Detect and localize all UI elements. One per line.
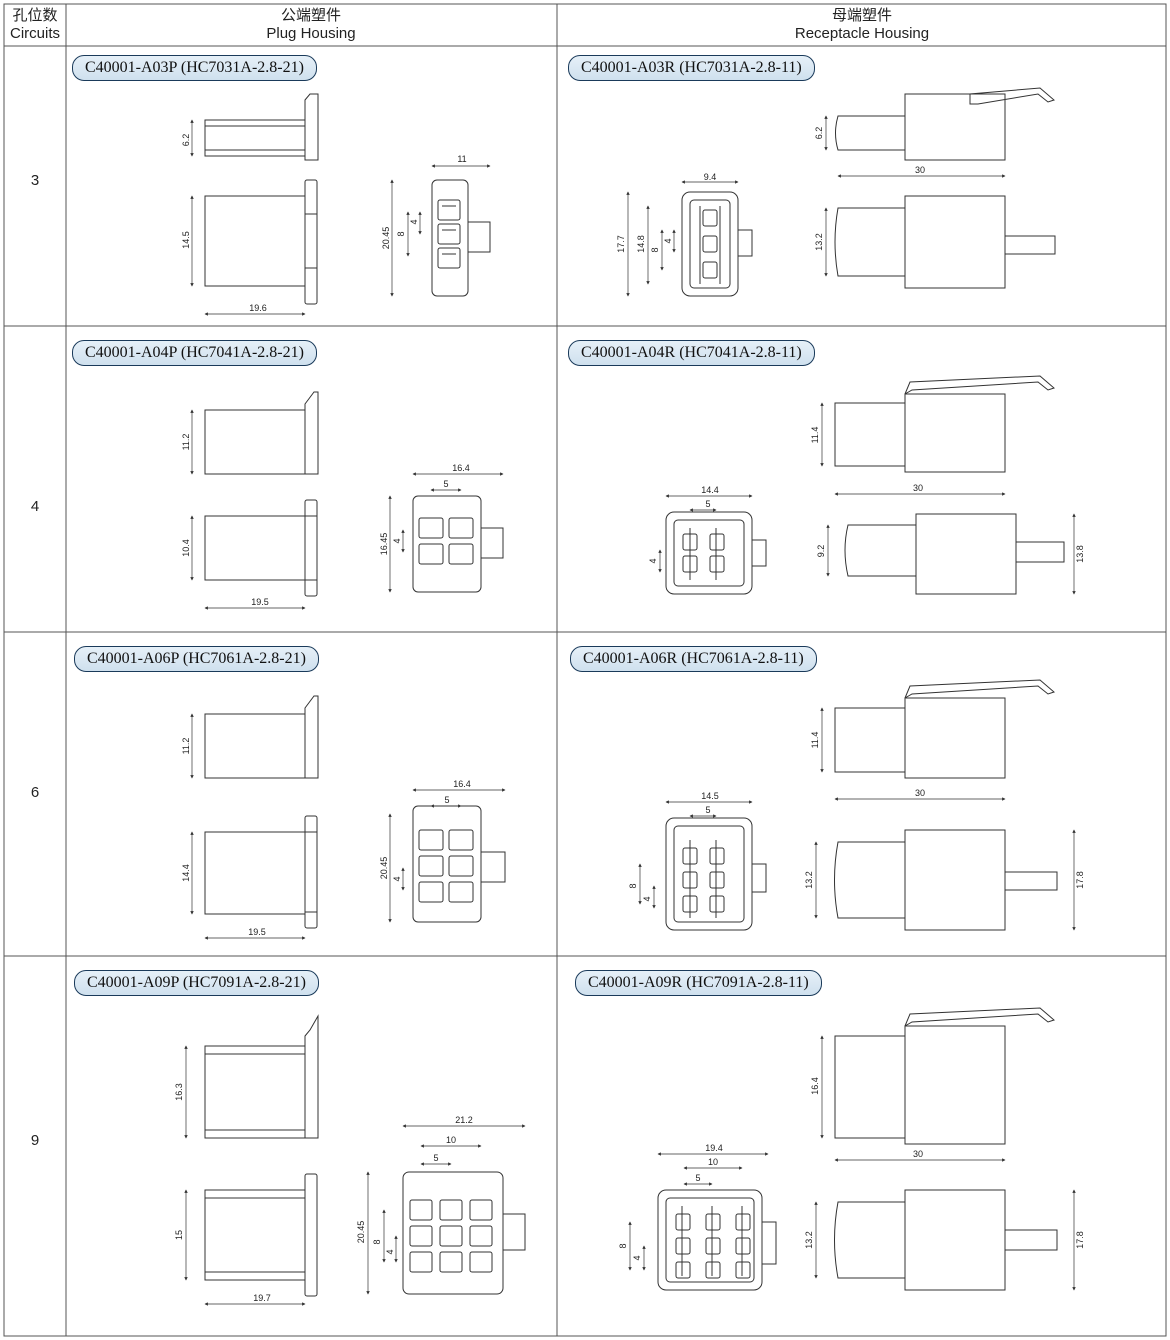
dim-rec3-face-h1: 17.7 [616, 235, 626, 253]
header-plug-cn: 公端塑件 [280, 7, 341, 24]
rec-drawing-6 [638, 679, 1076, 931]
dim-rec9-face-p2: 4 [632, 1255, 642, 1260]
dim-rec6-side-h: 11.4 [810, 732, 820, 749]
rec-part-label-9: C40001-A09R (HC7091A-2.8-11) [575, 970, 822, 996]
dim-rec3-front-h: 13.2 [814, 233, 824, 251]
header-circuits-cn: 孔位数 [12, 7, 58, 24]
dim-rec4-side-h: 11.4 [810, 427, 820, 444]
plug-part-label-4: C40001-A04P (HC7041A-2.8-21) [72, 340, 317, 366]
dim-rec4-face-w: 14.4 [701, 485, 719, 495]
dim-rec9-face-w: 19.4 [705, 1143, 723, 1153]
dim-plug3-front-w: 19.6 [249, 303, 267, 313]
dim-plug9-face-w: 21.2 [455, 1115, 473, 1125]
dim-plug6-face-p: 5 [444, 795, 449, 805]
dim-plug4-side-h: 11.2 [181, 434, 191, 451]
dim-plug9-face-p: 5 [433, 1153, 438, 1163]
dim-rec6-side-w: 30 [915, 788, 925, 798]
dim-rec3-side-h: 6.2 [814, 127, 824, 140]
dim-plug6-face-w: 16.4 [453, 779, 471, 789]
dim-rec9-side-h: 16.4 [810, 1077, 820, 1095]
dim-rec9-face-p: 5 [695, 1173, 700, 1183]
dim-rec4-face-p: 5 [705, 499, 710, 509]
dim-rec6-face-p2: 4 [642, 896, 652, 901]
dim-plug9-face-p2: 4 [385, 1249, 395, 1254]
dim-rec3-side-w: 30 [915, 165, 925, 175]
rec-part-label-6: C40001-A06R (HC7061A-2.8-11) [570, 646, 817, 672]
dim-plug4-face-p2: 4 [392, 538, 402, 543]
dim-plug4-front-w: 19.5 [251, 597, 269, 607]
plug-drawing-6 [190, 695, 506, 940]
dim-plug9-face-p1: 8 [372, 1239, 382, 1244]
plug-part-label-6: C40001-A06P (HC7061A-2.8-21) [74, 646, 319, 672]
dim-rec6-front-h2: 17.8 [1075, 871, 1085, 889]
rec-drawing-9 [628, 1007, 1076, 1291]
header-receptacle-cn: 母端塑件 [831, 7, 892, 24]
header-circuits: 孔位数 Circuits [4, 7, 66, 43]
dim-plug3-side-h: 6.2 [181, 134, 191, 147]
plug-part-label-3: C40001-A03P (HC7031A-2.8-21) [72, 55, 317, 81]
rec-drawing-4 [658, 375, 1076, 595]
plug-part-label-9: C40001-A09P (HC7091A-2.8-21) [74, 970, 319, 996]
dim-plug6-face-p2: 4 [392, 876, 402, 881]
rec-part-label-3: C40001-A03R (HC7031A-2.8-11) [568, 55, 815, 81]
dim-plug9-face-h: 20.45 [356, 1221, 366, 1244]
dim-plug9-front-w: 19.7 [253, 1293, 271, 1303]
dim-rec6-face-p1: 8 [628, 883, 638, 888]
rec-drawing-3 [626, 87, 1056, 297]
dim-rec6-front-h1: 13.2 [804, 871, 814, 889]
dim-plug9-side-h: 16.3 [174, 1083, 184, 1101]
circuits-6: 6 [30, 784, 40, 801]
dim-rec3-face-p2: 4 [663, 238, 673, 243]
circuits-4: 4 [30, 498, 40, 515]
table-grid [3, 3, 1167, 1337]
plug-drawing-4 [190, 391, 504, 610]
dim-plug3-face-h: 20.45 [381, 227, 391, 250]
header-plug-en: Plug Housing [266, 25, 356, 42]
dim-rec4-front-h1: 9.2 [816, 545, 826, 558]
dim-plug6-front-w: 19.5 [248, 927, 266, 937]
dim-rec6-face-w: 14.5 [701, 791, 719, 801]
header-receptacle: 母端塑件 Receptacle Housing [557, 7, 1167, 43]
plug-drawing-9 [184, 1014, 526, 1306]
rec-part-label-4: C40001-A04R (HC7041A-2.8-11) [568, 340, 815, 366]
header-circuits-en: Circuits [9, 25, 60, 42]
plug-drawing-3 [190, 93, 491, 316]
circuits-3: 3 [30, 172, 40, 189]
dim-rec9-side-w: 30 [913, 1149, 923, 1159]
dim-plug6-side-h: 11.2 [181, 738, 191, 755]
dim-plug6-face-h: 20.45 [379, 857, 389, 880]
header-receptacle-en: Receptacle Housing [794, 25, 930, 42]
header-plug: 公端塑件 Plug Housing [66, 7, 556, 43]
dim-rec3-face-h2: 14.8 [636, 235, 646, 253]
dim-plug3-face-p1: 8 [396, 231, 406, 236]
dim-plug6-front-h: 14.4 [181, 864, 191, 882]
dim-rec4-face-p2: 4 [648, 558, 658, 563]
dim-rec9-face-p10: 10 [708, 1157, 718, 1167]
circuits-9: 9 [30, 1132, 40, 1149]
dim-rec3-face-p1: 8 [650, 247, 660, 252]
dim-plug3-face-w: 11 [457, 154, 466, 164]
dim-plug3-face-p2: 4 [409, 219, 419, 224]
dim-rec9-front-h2: 17.8 [1075, 1231, 1085, 1249]
dim-plug4-face-p: 5 [443, 479, 448, 489]
dim-plug9-front-h: 15 [174, 1230, 184, 1240]
dim-rec6-face-p: 5 [705, 805, 710, 815]
dim-plug4-face-h: 16.45 [379, 533, 389, 556]
dim-rec9-face-p1: 8 [618, 1243, 628, 1248]
dim-rec9-front-h1: 13.2 [804, 1231, 814, 1249]
dim-rec3-face-w: 9.4 [704, 172, 717, 182]
dim-plug9-face-p10: 10 [446, 1135, 456, 1145]
dim-plug4-front-h: 10.4 [181, 539, 191, 557]
dim-plug4-face-w: 16.4 [452, 463, 470, 473]
dim-rec4-side-w: 30 [913, 483, 923, 493]
dim-rec4-front-h2: 13.8 [1075, 545, 1085, 563]
dim-plug3-front-h: 14.5 [181, 231, 191, 249]
